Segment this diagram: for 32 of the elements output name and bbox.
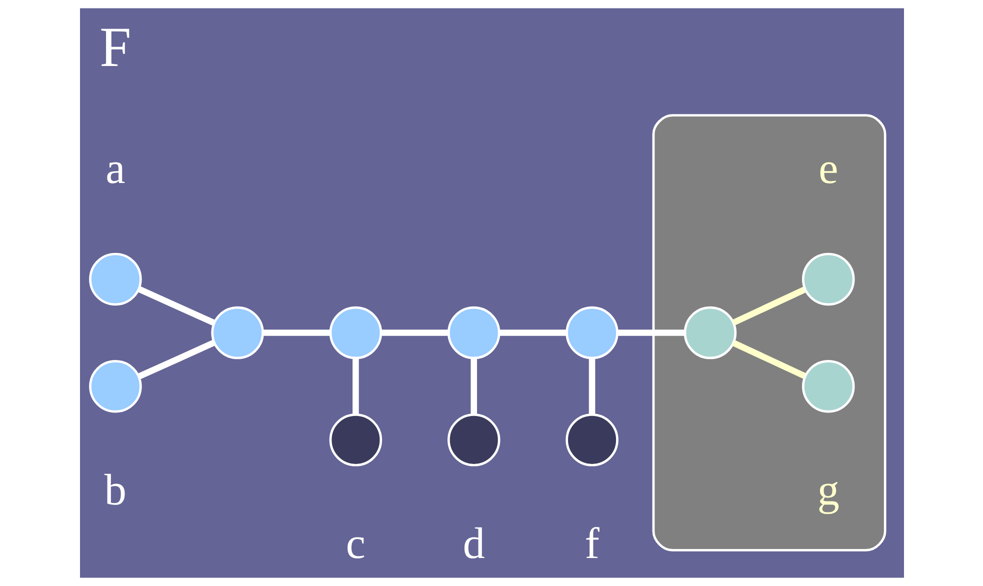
- connector: [137, 340, 216, 380]
- connector: [616, 330, 684, 336]
- connector: [588, 358, 595, 414]
- cluster: [652, 114, 886, 552]
- node-circle: [328, 306, 382, 360]
- node-label: a: [105, 144, 125, 193]
- node-circle: [88, 252, 142, 306]
- node-circle: [565, 306, 618, 360]
- node-circle: [88, 360, 142, 413]
- connector: [352, 358, 358, 414]
- connector: [470, 358, 477, 414]
- node-label: d: [462, 518, 484, 568]
- node-label: b: [104, 465, 126, 514]
- node-label: c: [345, 518, 366, 568]
- connector: [262, 330, 330, 336]
- node-circle: [328, 414, 382, 466]
- node-circle: [683, 306, 736, 360]
- label: F: [99, 16, 131, 80]
- node-circle: [210, 306, 264, 360]
- node-label: g: [816, 465, 839, 514]
- node-circle: [565, 414, 618, 466]
- node-circle: [801, 252, 854, 306]
- node-circle: [801, 360, 854, 413]
- connector: [137, 286, 216, 326]
- connector: [732, 286, 806, 326]
- node-label: f: [584, 518, 599, 568]
- node-circle: [447, 414, 500, 466]
- connector: [380, 330, 448, 336]
- node-label: e: [818, 144, 838, 193]
- connector: [498, 330, 566, 336]
- connector: [732, 340, 806, 379]
- node-circle: [447, 306, 500, 360]
